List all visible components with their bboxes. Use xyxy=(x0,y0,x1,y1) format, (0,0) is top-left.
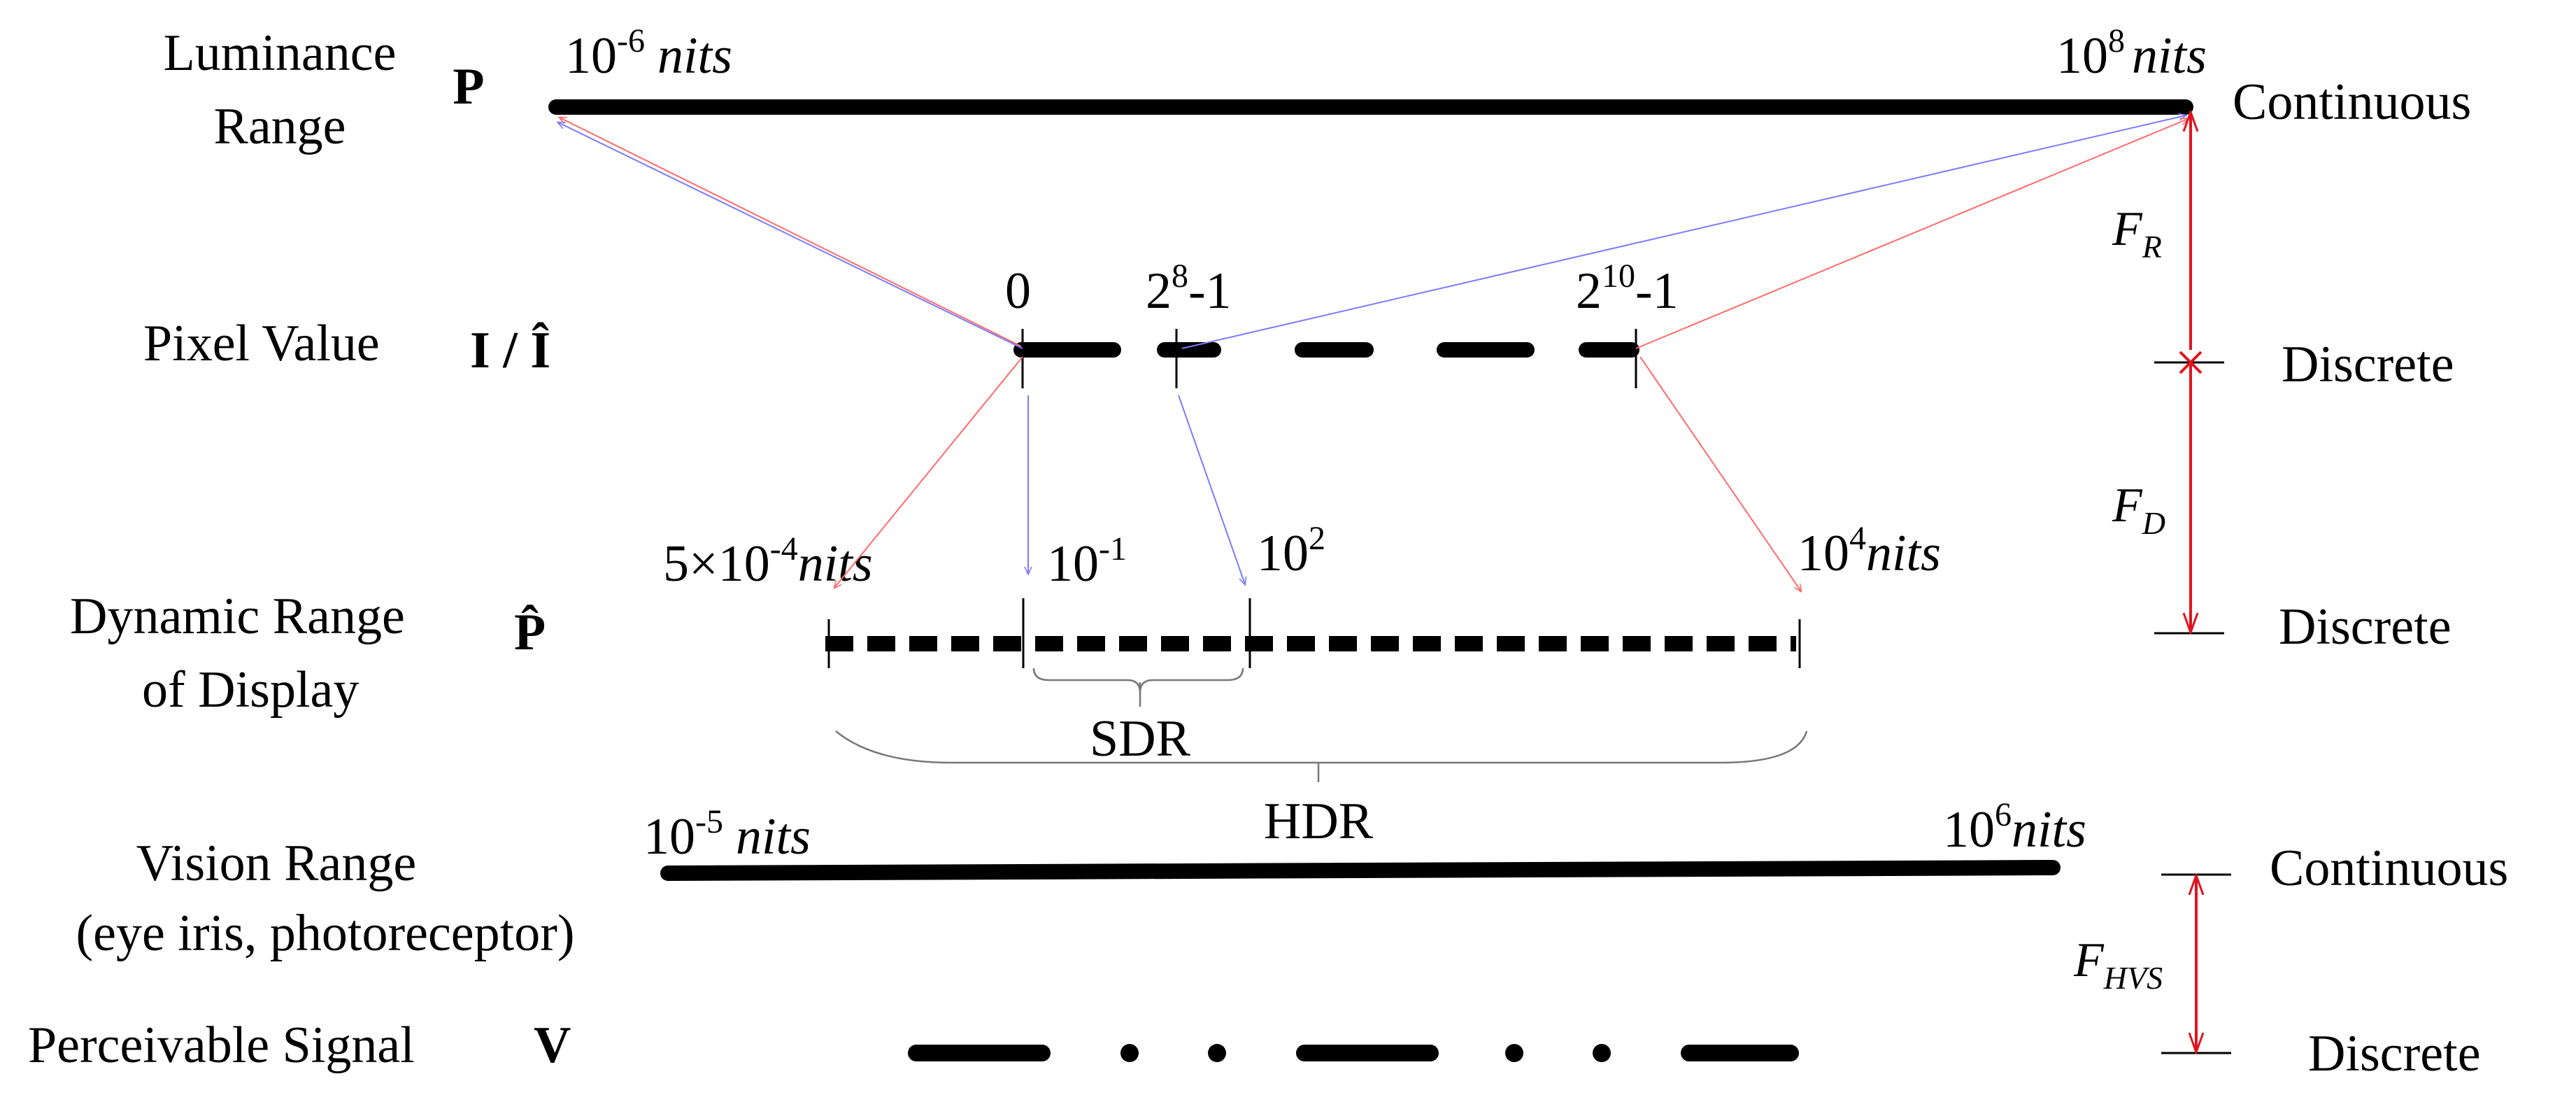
display-label-line1: Dynamic Range xyxy=(70,588,405,645)
mapping-arrow-blue-8bit-to-sdr-high xyxy=(1178,395,1245,584)
pixel-kind: Discrete xyxy=(2282,336,2454,393)
fr-label: FR xyxy=(2112,202,2162,264)
display-sdr-high-label: 102 xyxy=(1257,520,1325,582)
vision-kind: Continuous xyxy=(2270,840,2508,897)
display-max-label: 104nits xyxy=(1798,520,1941,582)
perceivable-label: Perceivable Signal xyxy=(28,1017,415,1074)
mapping-arrow-red-10bit-to-max xyxy=(1635,119,2188,349)
pixel-tick0-label: 0 xyxy=(1005,262,1031,320)
luminance-label-line1: Luminance xyxy=(164,24,397,82)
signal-dot-4 xyxy=(1593,1044,1611,1062)
display-min-label: 5×10-4nits xyxy=(663,530,873,593)
fr-fd-cross-b xyxy=(2179,351,2203,374)
signal-dot-2 xyxy=(1208,1044,1226,1062)
display-kind: Discrete xyxy=(2279,598,2452,656)
perceivable-signal-bar xyxy=(908,1044,1799,1062)
pixel-tick1-label: 28-1 xyxy=(1146,257,1232,320)
fd-label: FD xyxy=(2112,479,2165,541)
pixel-tick2-label: 210-1 xyxy=(1576,257,1679,320)
vision-range-bar xyxy=(660,860,2061,881)
mapping-arrow-red-0-to-min xyxy=(560,118,1022,347)
hdr-bracket xyxy=(835,730,1808,764)
pixel-symbol: I / Î xyxy=(470,322,550,379)
mapping-arrow-red-0-to-display-min xyxy=(834,356,1023,588)
sdr-bracket xyxy=(1032,668,1244,693)
luminance-symbol: P xyxy=(453,58,484,115)
mapping-arrow-blue-8bit-to-max xyxy=(1181,115,2186,349)
sdr-label: SDR xyxy=(1090,710,1191,768)
hdr-label: HDR xyxy=(1264,793,1374,850)
mapping-arrow-red-10bit-to-display-max xyxy=(1639,356,1801,591)
mapping-arrow-blue-0-to-min xyxy=(558,122,1023,349)
signal-dot-3 xyxy=(1505,1044,1523,1062)
vision-label-line2: (eye iris, photoreceptor) xyxy=(76,905,575,962)
signal-dot-1 xyxy=(1120,1044,1139,1062)
pixel-label: Pixel Value xyxy=(143,315,380,372)
display-sdr-low-label: 10-1 xyxy=(1047,530,1127,593)
perceivable-symbol: V xyxy=(534,1017,571,1074)
luminance-label-line2: Range xyxy=(213,98,346,155)
fhvs-label: FHVS xyxy=(2073,933,2163,996)
display-symbol: P̂ xyxy=(514,604,546,661)
display-label-line2: of Display xyxy=(142,661,359,719)
luminance-kind: Continuous xyxy=(2233,73,2471,131)
vision-max-label: 106nits xyxy=(1943,796,2086,859)
perceivable-kind: Discrete xyxy=(2308,1025,2481,1082)
vision-label-line1: Vision Range xyxy=(136,835,416,892)
